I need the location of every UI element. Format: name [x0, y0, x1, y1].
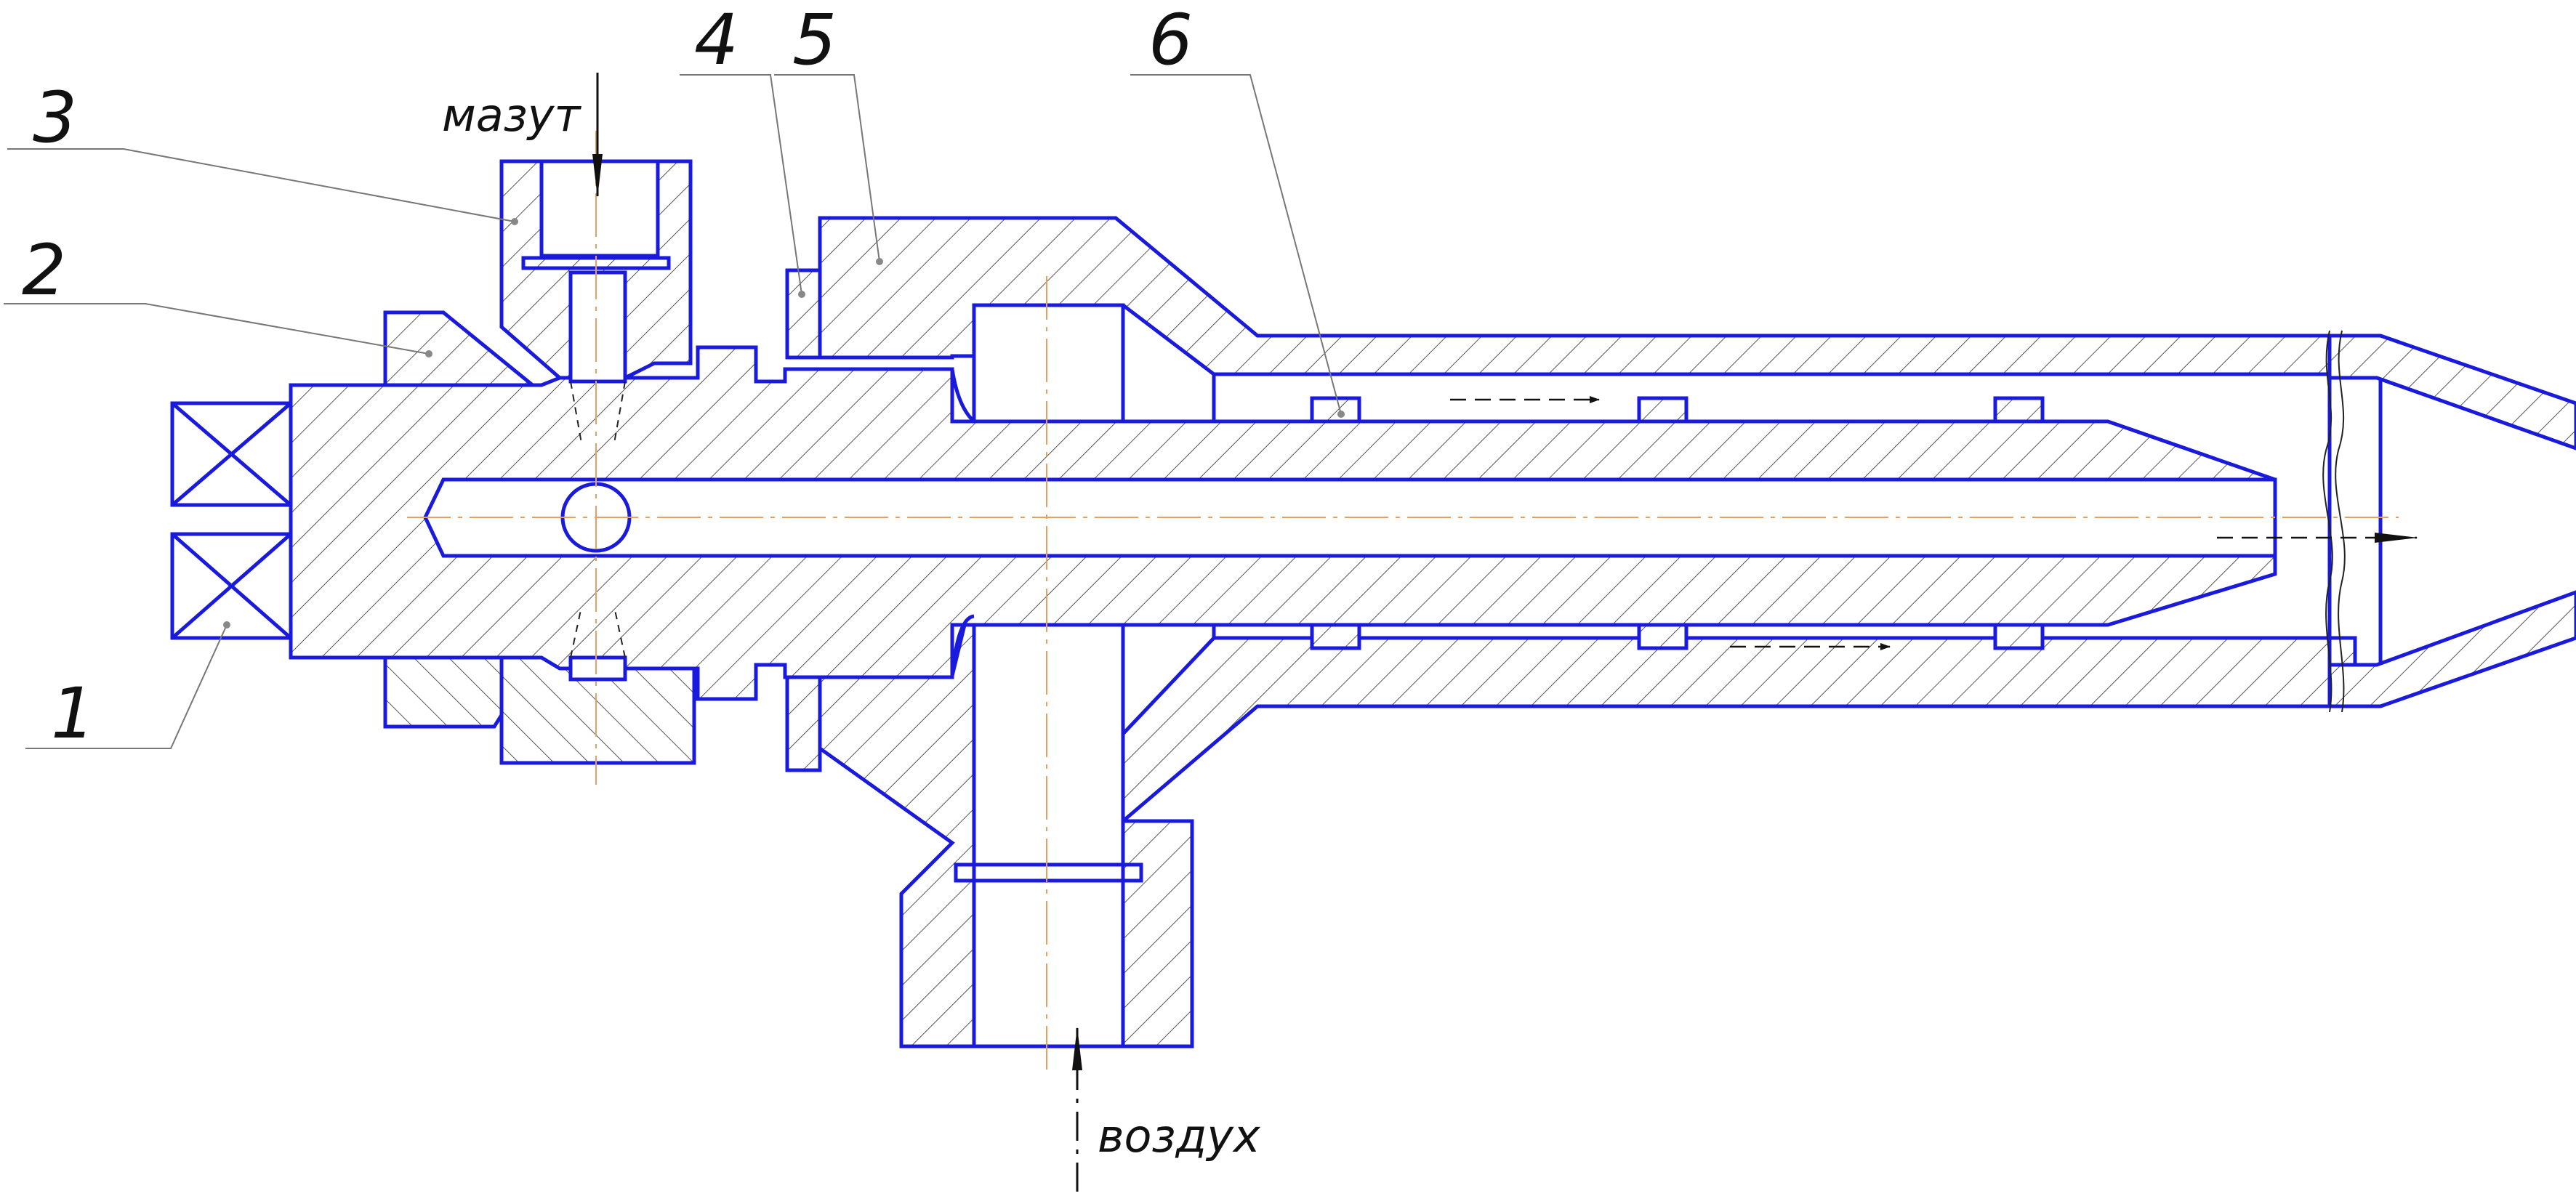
fuel-medium-label: мазут	[442, 89, 581, 142]
air-inlet-passage	[950, 303, 1143, 1048]
callout-1: 1	[51, 673, 95, 754]
centre-lines	[407, 131, 2399, 1075]
callout-3: 3	[33, 77, 77, 158]
flow-arrows	[592, 73, 2418, 1192]
callout-2: 2	[22, 230, 66, 311]
callout-6: 6	[1148, 0, 1193, 81]
housing-part-5	[818, 216, 2576, 1048]
callout-labels: 1 2 3 4 5 6	[22, 0, 1193, 754]
wrench-square-end	[170, 401, 293, 640]
fuel-inlet-bore	[521, 159, 671, 682]
callout-5: 5	[792, 0, 837, 81]
fuel-lance-part-1	[289, 345, 2277, 701]
air-medium-label: воздух	[1098, 1110, 1261, 1163]
leader-lines	[4, 74, 1345, 749]
callout-4: 4	[694, 0, 738, 81]
air-annulus	[1212, 330, 2383, 713]
